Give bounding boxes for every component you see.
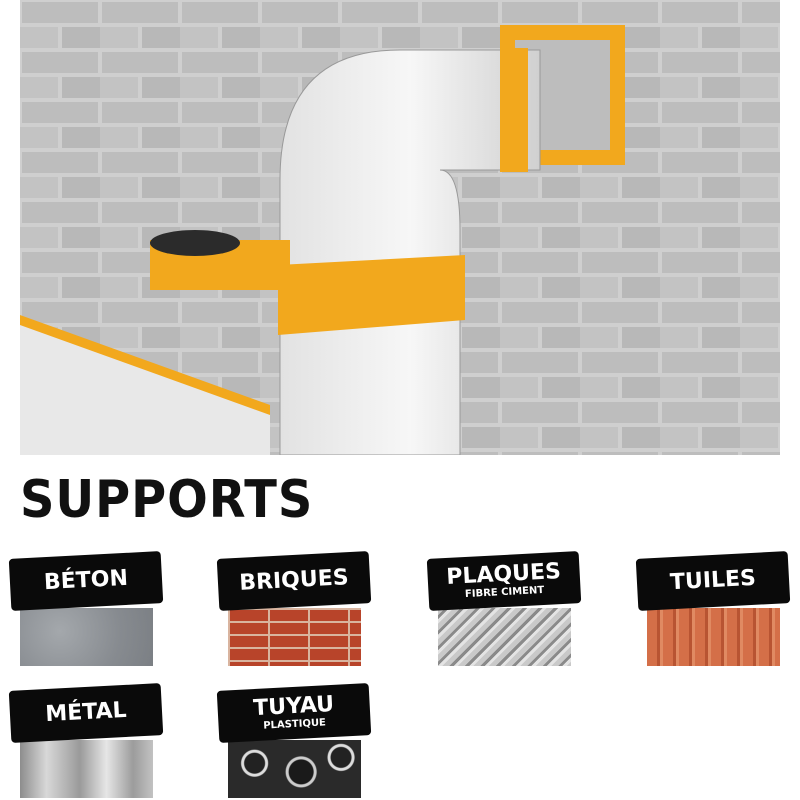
- label-subtext: PLASTIQUE: [263, 717, 327, 732]
- duct-tape-illustration: [20, 0, 780, 455]
- tile-roof-texture: [647, 608, 780, 666]
- plastic-pipe-texture: [228, 740, 361, 798]
- label-text: BÉTON: [43, 565, 129, 596]
- page-title: SUPPORTS: [20, 470, 314, 530]
- support-tile-briques: BRIQUES: [216, 551, 373, 668]
- support-tile-beton: BÉTON: [8, 551, 165, 668]
- support-label: BÉTON: [8, 551, 164, 611]
- fiber-cement-texture: [438, 608, 571, 666]
- label-text: TUILES: [669, 565, 757, 596]
- support-label: MÉTAL: [8, 683, 164, 743]
- support-label: TUILES: [635, 551, 791, 611]
- brick-texture: [228, 608, 361, 666]
- label-text: MÉTAL: [44, 697, 128, 728]
- support-tile-metal: MÉTAL: [8, 683, 165, 800]
- concrete-texture: [20, 608, 153, 666]
- hero-illustration: [20, 0, 780, 455]
- metal-texture: [20, 740, 153, 798]
- support-tile-tuiles: TUILES: [635, 551, 792, 668]
- support-label: BRIQUES: [216, 551, 372, 611]
- label-text: BRIQUES: [238, 565, 350, 596]
